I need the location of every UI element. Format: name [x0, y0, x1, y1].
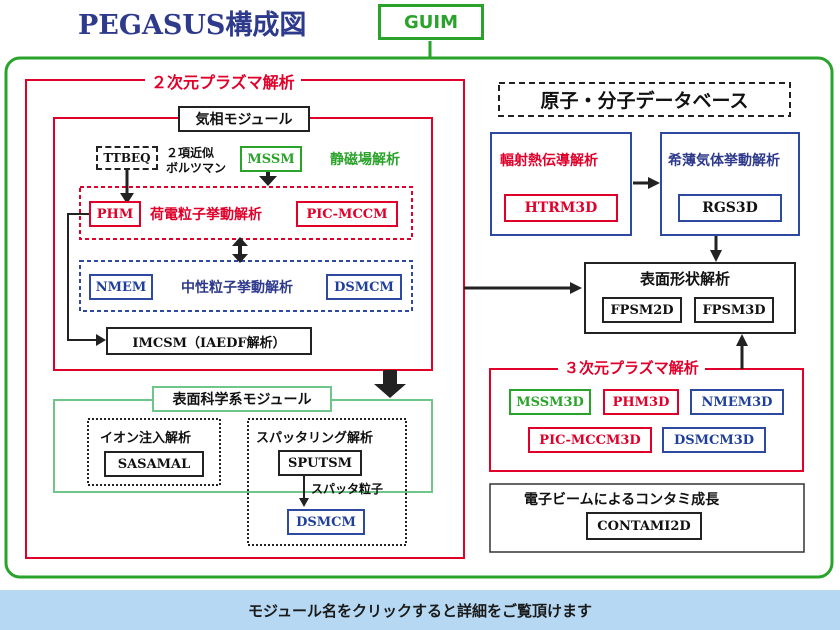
imcsm-button[interactable]: IMCSM（IAEDF解析）: [106, 327, 312, 355]
phm-button[interactable]: PHM: [89, 201, 141, 227]
rarefied-label: 希薄気体挙動解析: [668, 153, 780, 169]
boltzmann-note-line2: ボルツマン: [166, 161, 227, 175]
neutral-particle-label: 中性粒子挙動解析: [181, 280, 293, 296]
fpsm2d-button[interactable]: FPSM2D: [602, 297, 682, 323]
sputsm-button[interactable]: SPUTSM: [278, 450, 362, 476]
ion-implant-label: イオン注入解析: [100, 431, 192, 446]
surface-shape-label: 表面形状解析: [640, 270, 731, 288]
pic-mccm-button[interactable]: PIC-MCCM: [296, 201, 398, 227]
footer-banner: モジュール名をクリックすると詳細をご覧頂けます: [0, 590, 840, 630]
nmem-button[interactable]: NMEM: [89, 274, 153, 300]
nmem3d-button[interactable]: NMEM3D: [690, 389, 784, 415]
electron-beam-label: 電子ビームによるコンタミ成長: [524, 492, 720, 508]
plasma3d-label: ３次元プラズマ解析: [558, 357, 705, 378]
sasamal-button[interactable]: SASAMAL: [104, 451, 204, 477]
pic-mccm3d-button[interactable]: PIC-MCCM3D: [528, 427, 652, 453]
dsmcm3d-button[interactable]: DSMCM3D: [662, 427, 766, 453]
charged-particle-label: 荷電粒子挙動解析: [150, 207, 262, 223]
surface-module-label[interactable]: 表面科学系モジュール: [152, 386, 332, 412]
boltzmann-note-line1: ２項近似: [166, 146, 215, 160]
ttbeq-button[interactable]: TTBEQ: [96, 146, 158, 170]
contami2d-button[interactable]: CONTAMI2D: [586, 512, 702, 540]
dsmcm-button[interactable]: DSMCM: [326, 274, 402, 300]
fpsm3d-button[interactable]: FPSM3D: [694, 297, 774, 323]
sputter-dsmcm-button[interactable]: DSMCM: [287, 509, 365, 535]
guim-button[interactable]: GUIM: [378, 4, 484, 40]
gas-module-label[interactable]: 気相モジュール: [178, 106, 310, 132]
mssm-button[interactable]: MSSM: [240, 146, 302, 172]
sputtering-label: スパッタリング解析: [256, 431, 374, 446]
plasma2d-label: ２次元プラズマ解析: [145, 69, 301, 93]
radiation-label: 輻射熱伝導解析: [500, 153, 598, 169]
rgs3d-button[interactable]: RGS3D: [678, 194, 782, 222]
page-title: PEGASUS構成図: [78, 10, 307, 41]
htrm3d-button[interactable]: HTRM3D: [504, 194, 618, 222]
phm3d-button[interactable]: PHM3D: [603, 389, 679, 415]
sputter-particle-note: スパッタ粒子: [311, 482, 384, 496]
mssm3d-button[interactable]: MSSM3D: [509, 389, 591, 415]
radiation-group: [490, 132, 632, 236]
rarefied-group: [660, 132, 800, 236]
magnetostatic-label: 静磁場解析: [330, 152, 400, 168]
database-label: 原子・分子データベース: [540, 90, 749, 112]
